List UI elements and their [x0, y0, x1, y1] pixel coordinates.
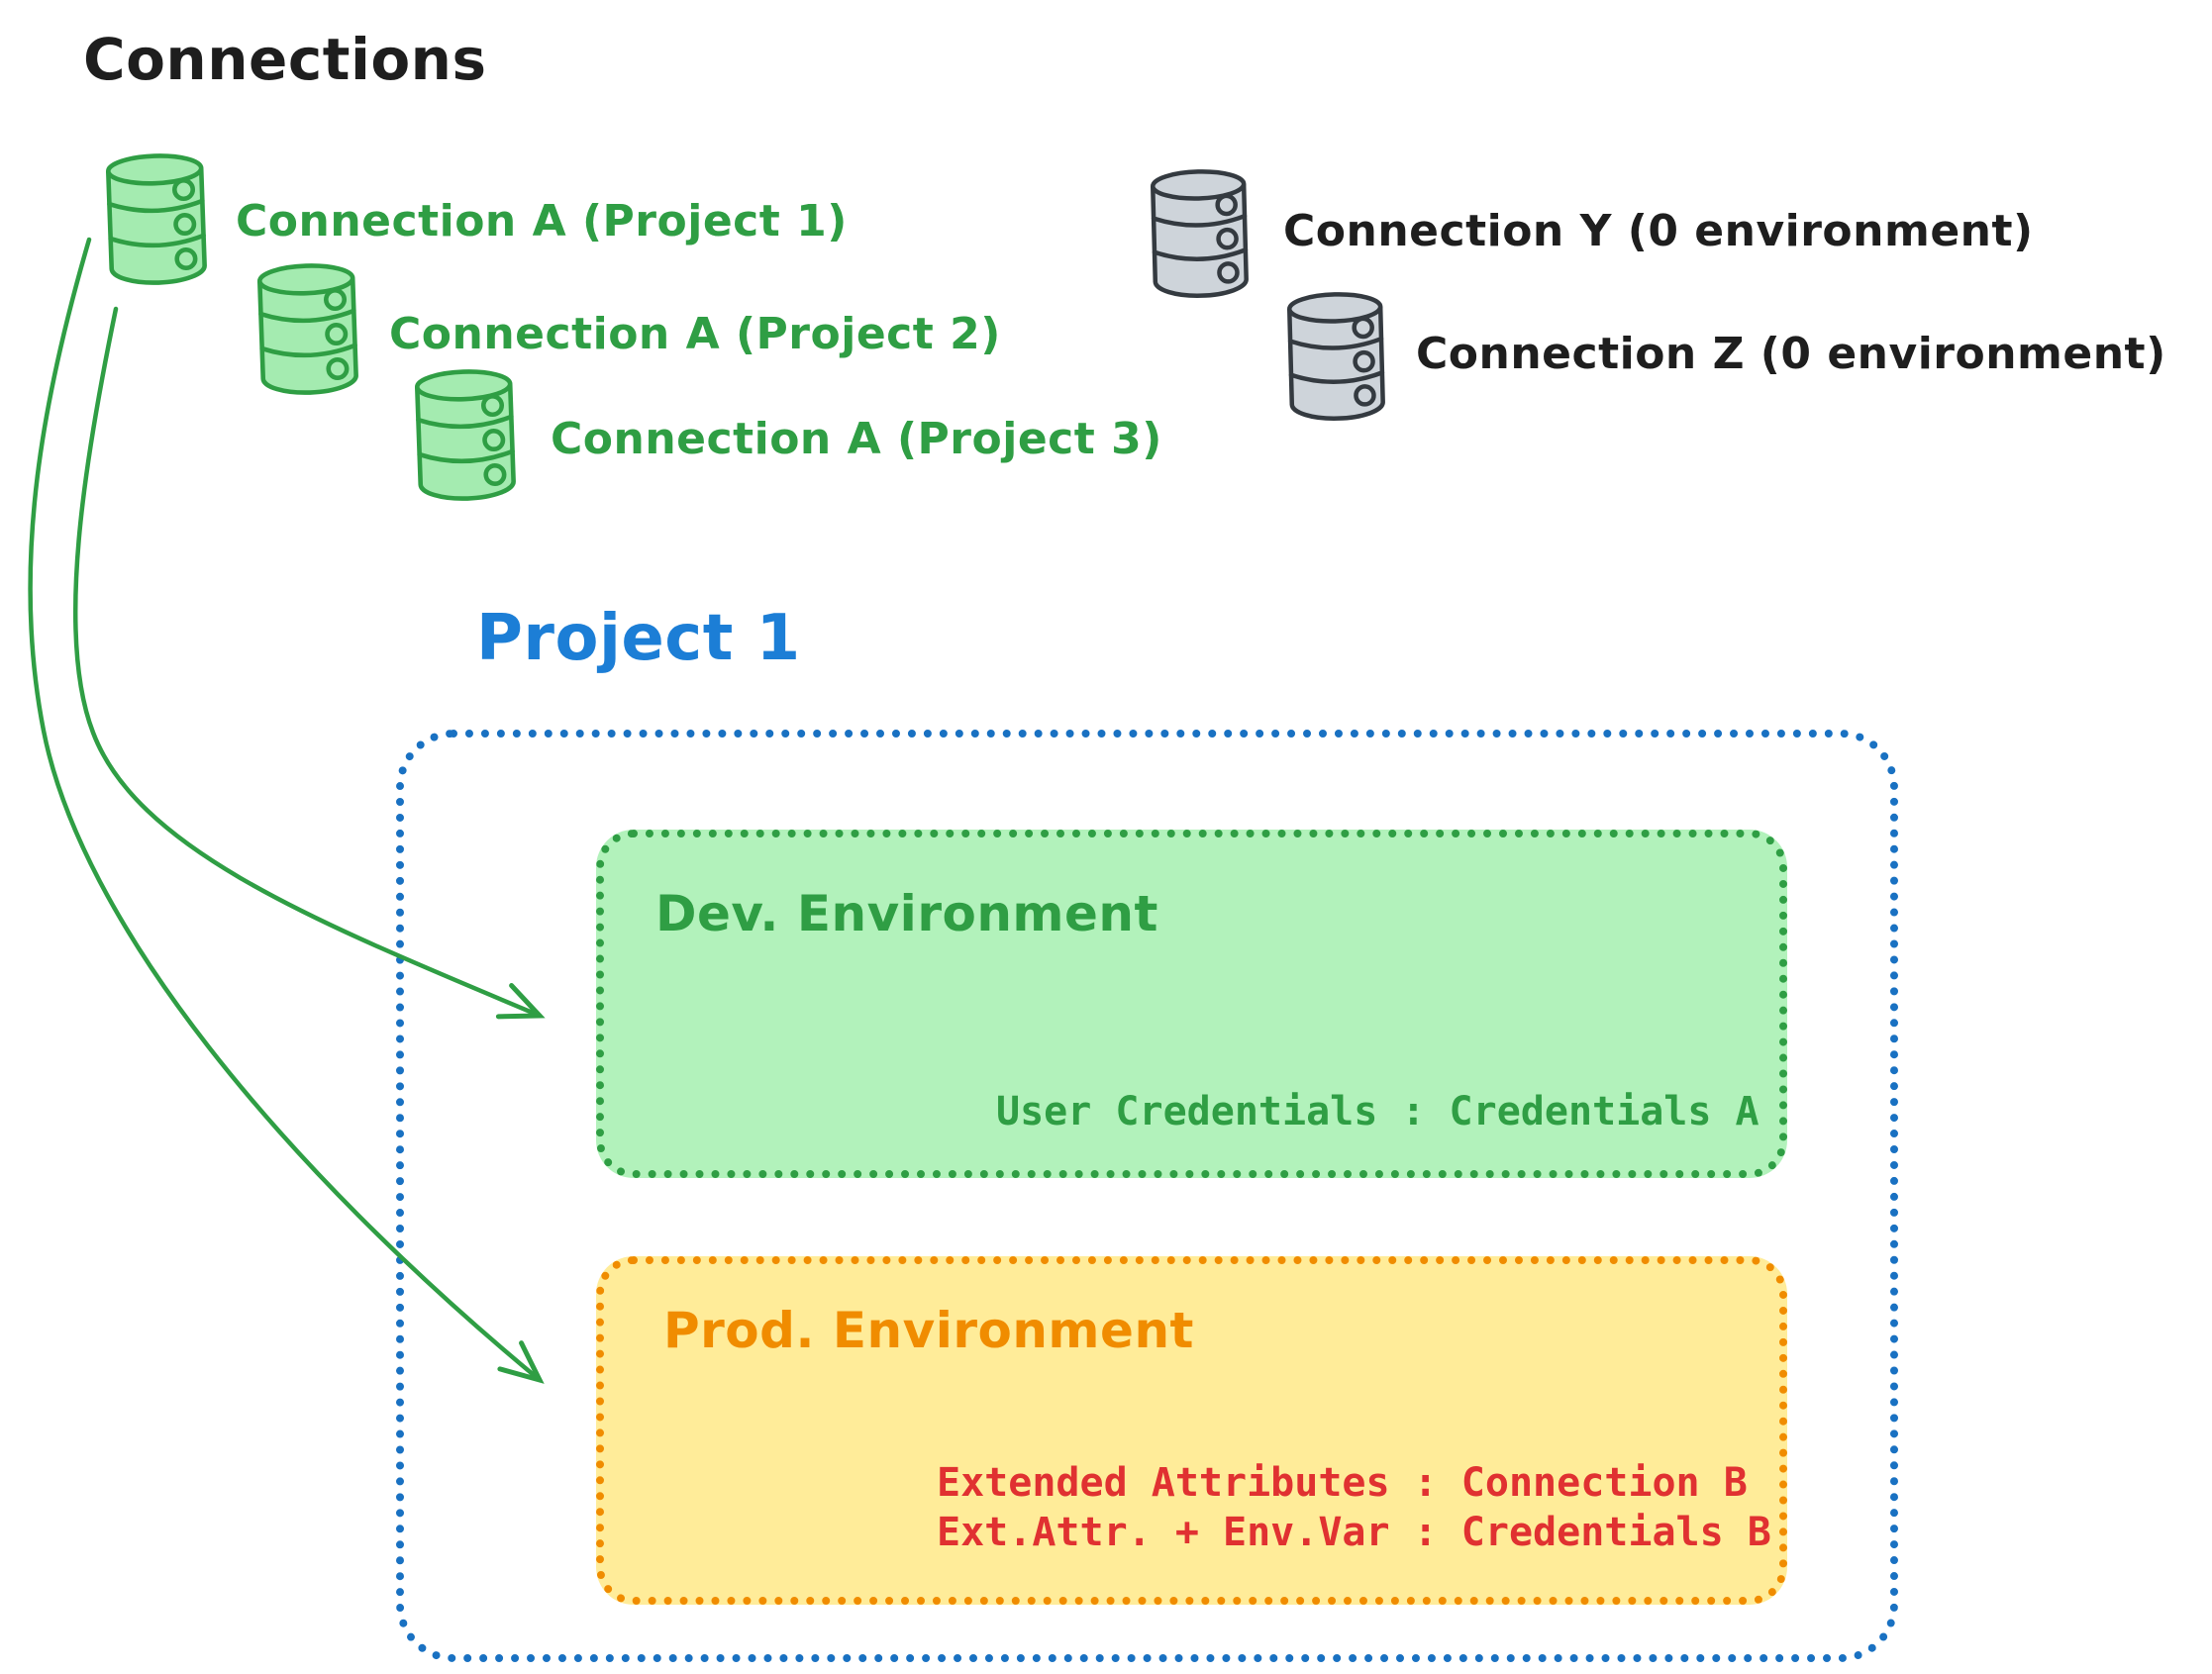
connection-z: [1280, 289, 1392, 425]
database-icon: [251, 258, 366, 401]
prod-environment-box: Prod. Environment Extended Attributes : …: [596, 1256, 1787, 1605]
connection-y: [1144, 166, 1256, 302]
connection-a-project-3-label: Connection A (Project 3): [551, 414, 1162, 464]
database-icon: [408, 364, 524, 507]
dev-environment-title: Dev. Environment: [655, 885, 1158, 942]
prod-environment-title: Prod. Environment: [663, 1302, 1194, 1359]
connection-a-project-2: [252, 260, 363, 399]
connection-y-label: Connection Y (0 environment): [1283, 206, 2034, 256]
database-icon: [99, 148, 215, 291]
connection-a-project-1: [101, 150, 212, 289]
prod-credentials-line-2: Ext.Attr. + Env.Var : Credentials B: [937, 1510, 1771, 1555]
prod-credentials-line-1: Extended Attributes : Connection B: [937, 1460, 1748, 1506]
connection-a-project-2-label: Connection A (Project 2): [389, 309, 1001, 359]
prod-credentials-lines: Extended Attributes : Connection B Ext.A…: [937, 1458, 1771, 1557]
project-title: Project 1: [476, 602, 801, 675]
dev-environment-box: Dev. Environment User Credentials : Cred…: [596, 830, 1787, 1178]
connection-a-project-3: [410, 366, 521, 505]
connection-z-label: Connection Z (0 environment): [1416, 329, 2166, 379]
page-title: Connections: [83, 26, 487, 93]
database-icon: [1142, 165, 1257, 304]
database-icon: [1278, 288, 1394, 427]
dev-credentials-line: User Credentials : Credentials A: [996, 1089, 1760, 1134]
connection-a-project-1-label: Connection A (Project 1): [236, 196, 848, 246]
